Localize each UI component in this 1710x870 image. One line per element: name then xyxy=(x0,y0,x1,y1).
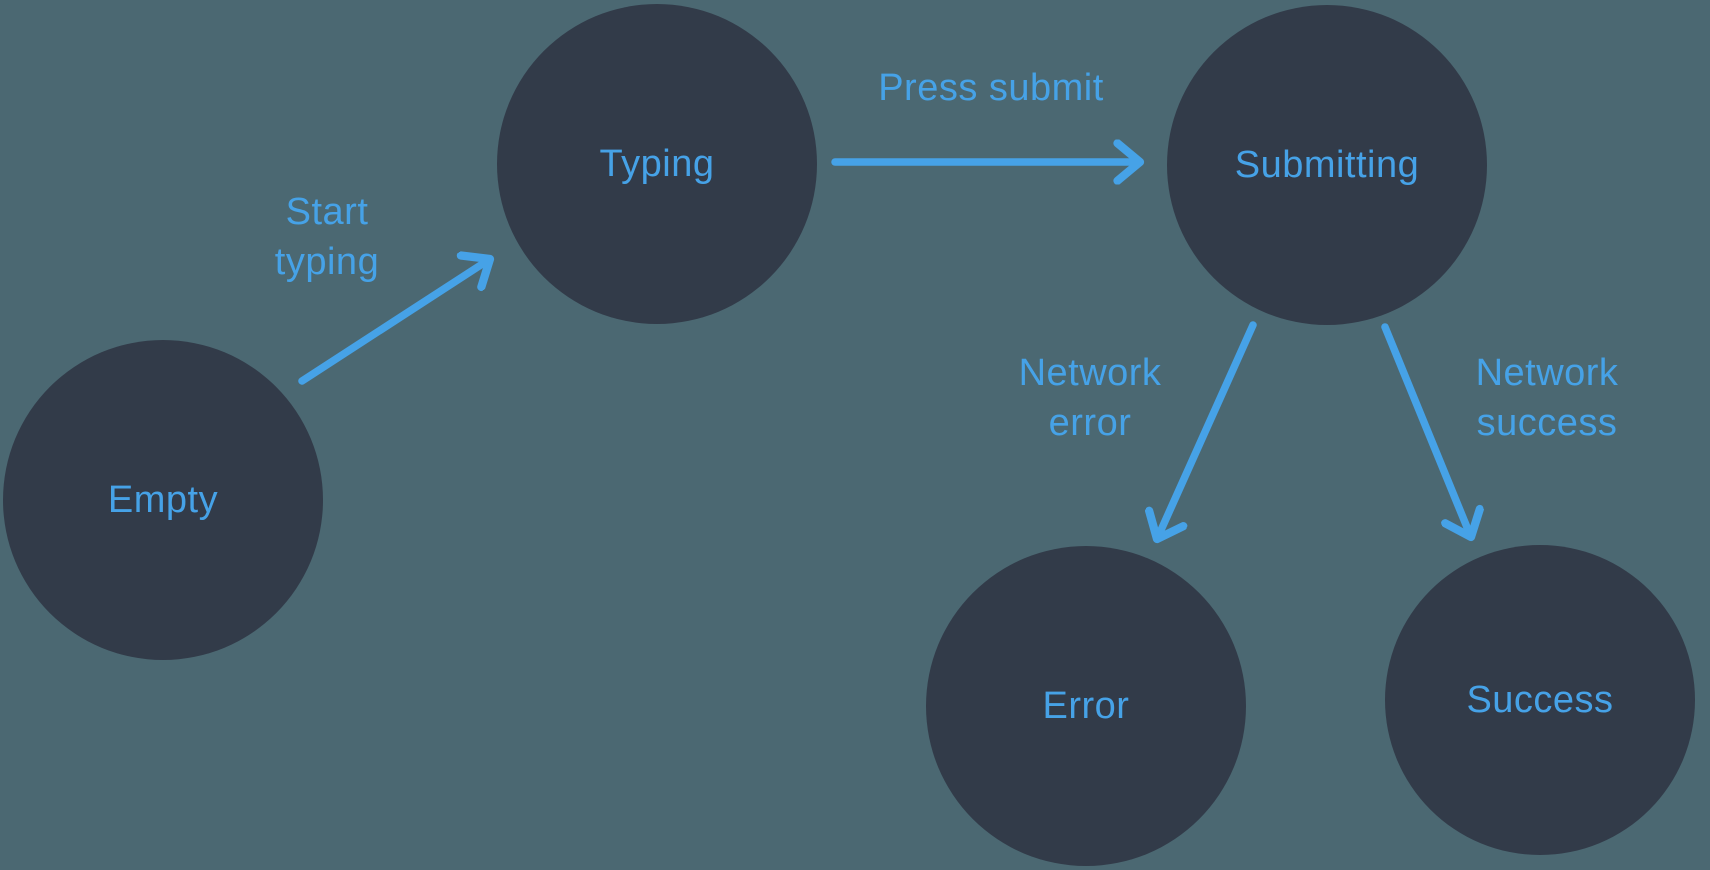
node-submitting: Submitting xyxy=(1167,5,1487,325)
node-error: Error xyxy=(926,546,1246,866)
node-typing-label: Typing xyxy=(599,142,715,185)
node-error-label: Error xyxy=(1042,684,1130,727)
node-empty: Empty xyxy=(3,340,323,660)
edge-empty-typing-arrow xyxy=(298,259,490,385)
edge-submitting-error-arrow xyxy=(1157,321,1257,539)
edge-press-submit-label: Press submit xyxy=(878,66,1104,109)
node-typing: Typing xyxy=(497,4,817,324)
node-success-label: Success xyxy=(1466,678,1614,721)
node-submitting-label: Submitting xyxy=(1234,143,1420,186)
edge-network-error-label: Network error xyxy=(1018,351,1162,444)
node-success: Success xyxy=(1385,545,1695,855)
node-empty-label: Empty xyxy=(107,478,219,521)
edge-start-typing-label: Start typing xyxy=(274,190,380,283)
edge-submitting-success-arrow xyxy=(1381,323,1471,537)
edge-network-success-label: Network success xyxy=(1475,351,1619,444)
